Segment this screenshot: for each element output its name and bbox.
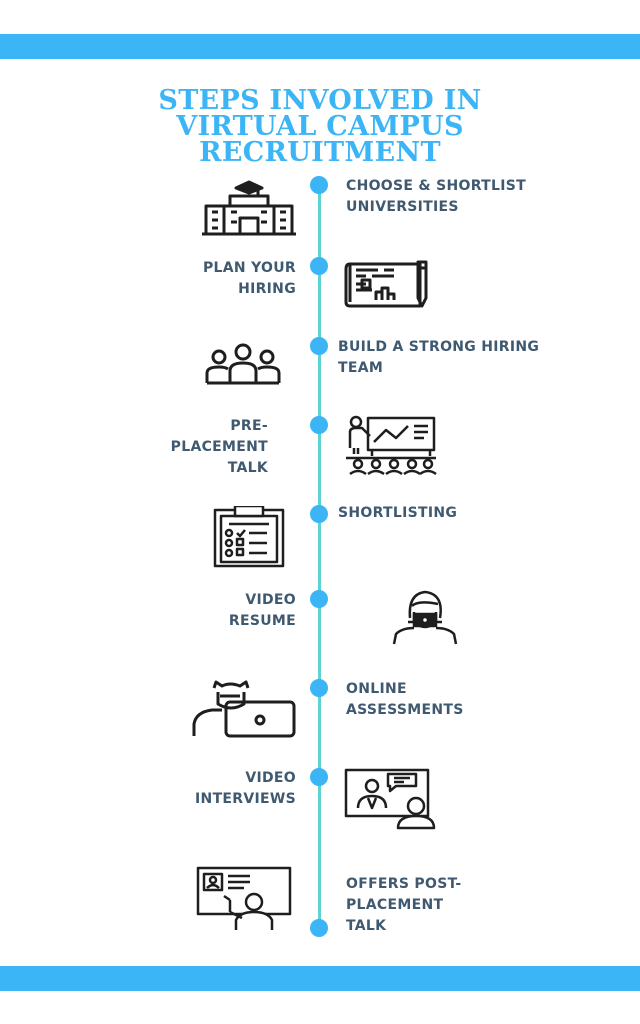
step-1-label: CHOOSE & SHORTLIST UNIVERSITIES	[346, 176, 526, 218]
timeline-dot-6	[310, 590, 328, 608]
video-call-icon	[344, 768, 440, 830]
timeline-dot-3	[310, 337, 328, 355]
step-2-label-line-2: HIRING	[238, 281, 296, 297]
title-line-3: RECRUITMENT	[199, 137, 441, 168]
step-6-label: VIDEO RESUME	[180, 590, 296, 632]
step-9-label-line-2: PLACEMENT	[346, 897, 444, 913]
step-4-label: PRE- PLACEMENT TALK	[130, 416, 268, 479]
step-5-label: SHORTLISTING	[338, 503, 457, 524]
step-4-label-line-1: PRE-	[230, 418, 268, 434]
blueprint-plan-icon	[344, 260, 436, 308]
step-7-label-line-2: ASSESSMENTS	[346, 702, 464, 718]
step-6-label-line-2: RESUME	[228, 613, 296, 629]
step-3-label: BUILD A STRONG HIRING TEAM	[338, 337, 539, 379]
step-1-label-line-1: CHOOSE & SHORTLIST	[346, 178, 526, 194]
laptop-user-icon	[190, 680, 298, 738]
step-4-label-line-2: PLACEMENT	[170, 439, 268, 455]
team-group-icon	[203, 343, 283, 385]
step-5-label-line-1: SHORTLISTING	[338, 505, 458, 521]
step-2-label: PLAN YOUR HIRING	[160, 258, 296, 300]
step-3-label-line-2: TEAM	[338, 360, 384, 376]
video-person-icon	[390, 588, 460, 646]
step-9-label: OFFERS POST- PLACEMENT TALK	[346, 874, 461, 937]
title-line-2: VIRTUAL CAMPUS	[176, 111, 464, 142]
step-6-label-line-1: VIDEO	[245, 592, 296, 608]
step-7-label: ONLINE ASSESSMENTS	[346, 679, 464, 721]
timeline-line	[318, 184, 321, 929]
timeline-dot-4	[310, 416, 328, 434]
timeline-dot-8	[310, 768, 328, 786]
offer-presenter-icon	[196, 866, 296, 932]
step-8-label: VIDEO INTERVIEWS	[160, 768, 296, 810]
step-9-label-line-3: TALK	[346, 918, 387, 934]
presentation-audience-icon	[344, 414, 438, 476]
bottom-banner-stripe	[0, 966, 640, 991]
clipboard-checklist-icon	[213, 506, 285, 568]
timeline-dot-1	[310, 176, 328, 194]
step-8-label-line-2: INTERVIEWS	[195, 791, 296, 807]
step-8-label-line-1: VIDEO	[245, 770, 296, 786]
timeline-dot-9	[310, 919, 328, 937]
top-banner-stripe	[0, 34, 640, 59]
step-7-label-line-1: ONLINE	[346, 681, 407, 697]
university-building-icon	[200, 174, 298, 236]
step-4-label-line-3: TALK	[227, 460, 268, 476]
infographic-title: STEPS INVOLVED IN VIRTUAL CAMPUS RECRUIT…	[80, 85, 560, 168]
step-9-label-line-1: OFFERS POST-	[346, 876, 462, 892]
title-line-1: STEPS INVOLVED IN	[158, 85, 482, 116]
timeline-dot-5	[310, 505, 328, 523]
timeline-dot-2	[310, 257, 328, 275]
step-1-label-line-2: UNIVERSITIES	[346, 199, 459, 215]
step-2-label-line-1: PLAN YOUR	[203, 260, 296, 276]
step-3-label-line-1: BUILD A STRONG HIRING	[338, 339, 540, 355]
timeline-dot-7	[310, 679, 328, 697]
